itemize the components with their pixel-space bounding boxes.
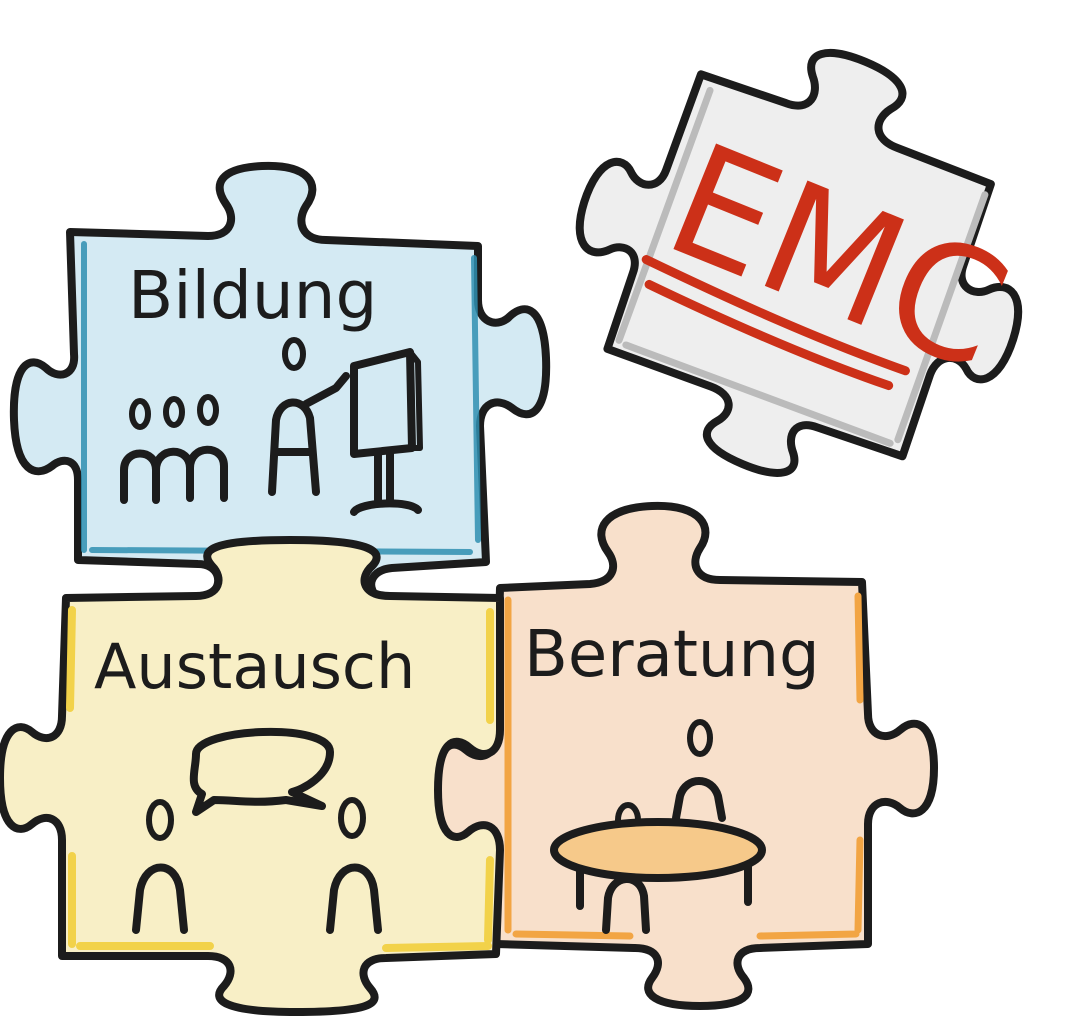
flipchart-icon [350,348,423,516]
conversation-icon [132,728,382,934]
emc-piece-edge [615,86,989,447]
austausch-piece: Austausch [0,536,504,1016]
austausch-label: Austausch [94,630,415,703]
bildung-piece: Bildung [9,161,551,629]
beratung-piece-edge [504,592,864,940]
emc-underline [641,255,910,391]
bildung-label: Bildung [128,257,377,334]
austausch-piece-edge [66,606,494,952]
presenter-icon [268,337,350,496]
beratung-label: Beratung [524,618,820,692]
audience-icon [120,394,228,504]
meeting-table-icon [550,719,766,934]
beratung-piece: Beratung [432,501,938,1010]
speech-bubble-icon [189,728,334,816]
